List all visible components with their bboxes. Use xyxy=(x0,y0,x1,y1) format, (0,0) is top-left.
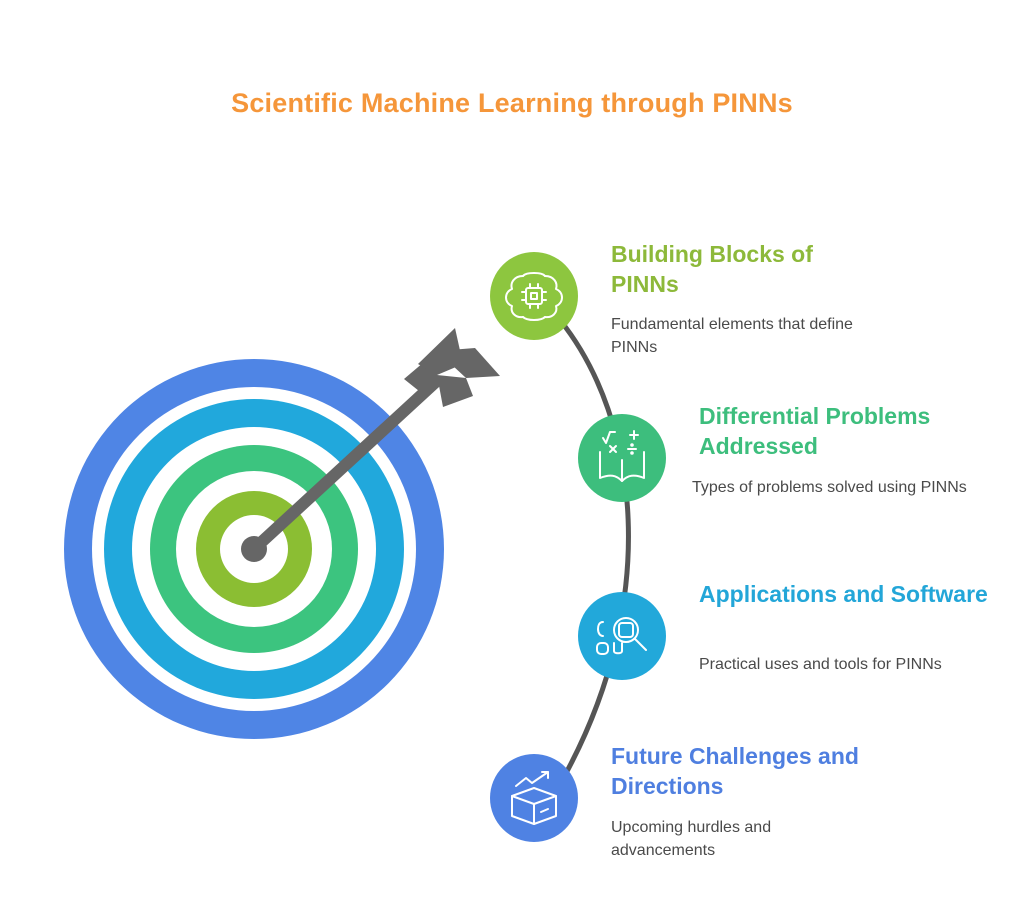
applications-title: Applications and Software xyxy=(699,581,988,607)
future-challenges-description: Upcoming hurdles and advancements xyxy=(611,819,772,859)
connector-arc xyxy=(557,317,631,778)
node-circle xyxy=(578,414,666,502)
future-challenges-title: Future Challenges and Directions xyxy=(611,743,859,799)
arrow-fletch-4 xyxy=(437,375,473,407)
math-book-icon xyxy=(599,430,645,482)
magnifier-apps-icon xyxy=(596,617,647,655)
arrow-tip xyxy=(241,536,267,562)
building-blocks-description: Fundamental elements that define PINNs xyxy=(611,316,853,356)
node-building-blocks xyxy=(490,252,578,340)
building-blocks-title: Building Blocks of PINNs xyxy=(611,241,813,297)
arrow-shaft xyxy=(249,373,445,554)
arrow-fletch-3 xyxy=(437,348,500,378)
node-applications xyxy=(578,592,666,680)
node-circle xyxy=(490,754,578,842)
applications-description: Practical uses and tools for PINNs xyxy=(699,656,942,673)
growth-box-icon xyxy=(511,771,557,825)
page-title: Scientific Machine Learning through PINN… xyxy=(231,88,793,118)
node-future-challenges xyxy=(490,754,578,842)
node-differential-problems xyxy=(578,414,666,502)
differential-problems-title: Differential Problems Addressed xyxy=(699,403,931,459)
brain-chip-icon xyxy=(505,272,563,321)
differential-problems-description: Types of problems solved using PINNs xyxy=(692,479,967,496)
arrow xyxy=(241,328,500,562)
node-circle xyxy=(490,252,578,340)
